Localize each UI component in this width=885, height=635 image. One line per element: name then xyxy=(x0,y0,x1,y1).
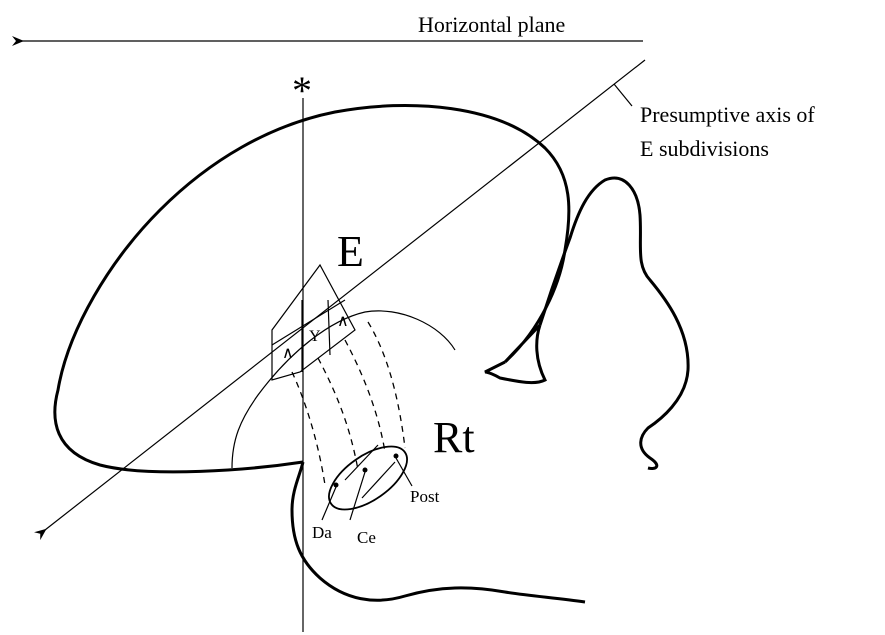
asterisk-marker: * xyxy=(292,68,312,113)
projection-dash-4 xyxy=(368,322,405,448)
rt-dot-da xyxy=(334,483,339,488)
post-leader xyxy=(396,458,412,486)
axis-label-line1: Presumptive axis of xyxy=(640,102,815,127)
e-sub-mark-2: Y xyxy=(309,328,321,345)
cerebrum-outline xyxy=(55,105,569,471)
rt-dot-ce xyxy=(363,468,368,473)
rt-subdivision-1 xyxy=(345,445,378,480)
rt-dot-post xyxy=(394,454,399,459)
projection-dash-1 xyxy=(292,372,325,485)
e-sub-mark-1: ∧ xyxy=(282,345,294,362)
horizontal-plane-label: Horizontal plane xyxy=(418,12,565,37)
rt-label: Rt xyxy=(433,413,475,462)
post-label: Post xyxy=(410,487,440,506)
e-label: E xyxy=(337,227,364,276)
da-label: Da xyxy=(312,523,332,542)
axis-label-leader xyxy=(614,84,632,106)
projection-dash-3 xyxy=(345,340,385,452)
rt-subdivision-2 xyxy=(362,462,395,498)
projection-dash-2 xyxy=(318,358,358,470)
presumptive-axis-arrow xyxy=(45,60,645,530)
thalamus-outline xyxy=(232,311,455,468)
cerebellum-outline xyxy=(540,178,688,468)
axis-label-line2: E subdivisions xyxy=(640,136,769,161)
ce-label: Ce xyxy=(357,528,376,547)
e-sub-mark-3: ∧ xyxy=(337,313,349,330)
ce-leader xyxy=(350,472,365,520)
rt-ellipse xyxy=(319,434,418,522)
